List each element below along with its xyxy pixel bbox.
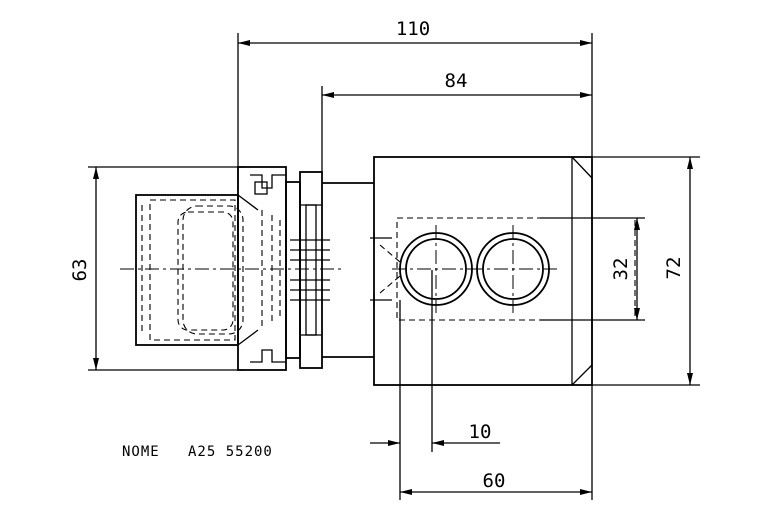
hole-right <box>469 225 557 313</box>
dimension-110: 110 <box>237 18 593 190</box>
dimension-label-60: 60 <box>483 470 506 492</box>
dimension-label-84: 84 <box>445 70 468 92</box>
dimension-63: 63 <box>69 166 245 371</box>
shaft-flange <box>285 171 401 369</box>
hole-left <box>392 225 480 313</box>
dimension-label-32: 32 <box>610 258 632 281</box>
holes <box>392 225 557 313</box>
dimension-label-110: 110 <box>396 18 430 40</box>
main-body <box>373 156 636 386</box>
dimension-72: 72 <box>592 156 700 386</box>
dimension-label-63: 63 <box>69 259 91 282</box>
head-section <box>135 166 287 371</box>
dimension-84: 84 <box>321 70 592 172</box>
dimension-10: 10 <box>370 270 500 500</box>
dimension-label-72: 72 <box>663 257 685 280</box>
part-note: NOME A25 55200 <box>122 444 273 460</box>
dimension-60: 60 <box>400 385 593 500</box>
dimension-label-10: 10 <box>469 421 492 443</box>
